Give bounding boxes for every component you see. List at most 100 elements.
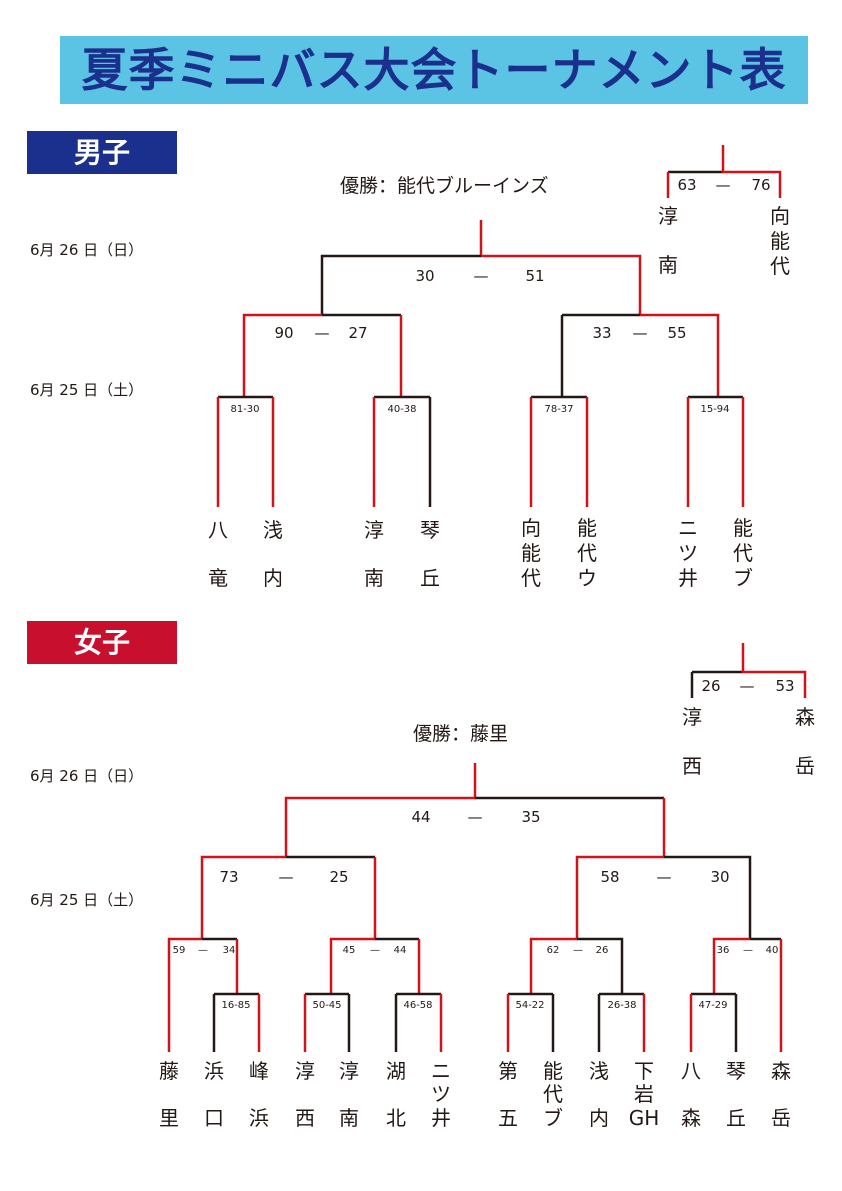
boys-team-6-char-1: 能 bbox=[577, 516, 597, 540]
boys-team-1-bottom: 竜 bbox=[208, 566, 228, 590]
girls-semi2-line-winner bbox=[575, 855, 664, 939]
girls-playin-team-left-1: 淳 bbox=[682, 705, 702, 729]
girls-playin-score-right: 53 bbox=[775, 677, 794, 695]
girls-team-9-char-2: 代 bbox=[543, 1082, 563, 1106]
boys-r1-score-2: 40-38 bbox=[387, 404, 416, 415]
boys-playin-team-right-2: 能 bbox=[770, 229, 790, 253]
boys-r1-score-4: 15-94 bbox=[700, 404, 729, 415]
boys-team-3-bottom: 南 bbox=[364, 566, 384, 590]
page-title: 夏季ミニバス大会トーナメント表 bbox=[60, 36, 808, 104]
girls-semi2-score-right: 30 bbox=[710, 868, 729, 886]
girls-team-3-top: 峰 bbox=[249, 1059, 269, 1083]
girls-qf3-dash: — bbox=[573, 945, 583, 956]
boys-final-line-loser bbox=[320, 254, 481, 315]
girls-r1-score-5: 26-38 bbox=[607, 1000, 636, 1011]
girls-team-2-bottom: 口 bbox=[204, 1106, 224, 1130]
girls-team-9-char-1: 能 bbox=[543, 1059, 563, 1083]
girls-team-6-top: 湖 bbox=[386, 1059, 406, 1083]
girls-qf3-score-right: 26 bbox=[596, 945, 609, 956]
boys-team-1-top: 八 bbox=[208, 518, 228, 542]
girls-team-13-bottom: 丘 bbox=[726, 1106, 746, 1130]
boys-playin-team-right-1: 向 bbox=[770, 204, 790, 228]
girls-final-dash: — bbox=[468, 808, 483, 826]
girls-playin-dash: — bbox=[740, 677, 755, 695]
girls-playin-line-winner bbox=[741, 643, 807, 698]
boys-team-4-top: 琴 bbox=[420, 518, 440, 542]
boys-bracket-lines bbox=[216, 145, 782, 507]
girls-qf4-score-left: 36 bbox=[717, 945, 730, 956]
boys-team-7-char-2: ツ bbox=[678, 541, 698, 565]
boys-semi2-score-right: 55 bbox=[667, 324, 686, 342]
boys-final-score-left: 30 bbox=[415, 267, 434, 285]
girls-qf1-dash: — bbox=[198, 945, 208, 956]
girls-qf3-line-left bbox=[529, 937, 577, 994]
girls-team-6-bottom: 北 bbox=[386, 1106, 406, 1130]
girls-team-10-bottom: 内 bbox=[589, 1106, 609, 1130]
girls-final-line-winner bbox=[284, 763, 477, 857]
boys-playin-team-left-2: 南 bbox=[658, 253, 678, 277]
girls-team-8-top: 第 bbox=[498, 1059, 518, 1083]
boys-team-8-char-3: ブ bbox=[733, 566, 753, 590]
boys-final-dash: — bbox=[474, 267, 489, 285]
girls-team-5-top: 淳 bbox=[339, 1059, 359, 1083]
girls-team-4-bottom: 西 bbox=[295, 1106, 315, 1130]
girls-qf2-score-left: 45 bbox=[343, 945, 356, 956]
girls-team-11-char-2: 岩 bbox=[634, 1082, 654, 1106]
girls-team-13-top: 琴 bbox=[726, 1059, 746, 1083]
boys-team-2-bottom: 内 bbox=[263, 566, 283, 590]
girls-playin-team-left-2: 西 bbox=[682, 754, 702, 778]
boys-playin-team-left-1: 淳 bbox=[658, 204, 678, 228]
girls-team-7-bottom: 井 bbox=[431, 1106, 451, 1130]
boys-team-7-char-1: ニ bbox=[678, 516, 698, 540]
girls-qf4-dash: — bbox=[743, 945, 753, 956]
boys-semi1-line-winner bbox=[242, 313, 322, 397]
boys-team-8-char-1: 能 bbox=[733, 516, 753, 540]
boys-team-4-bottom: 丘 bbox=[420, 566, 440, 590]
boys-team-5-char-3: 代 bbox=[521, 566, 541, 590]
girls-champion: 優勝：藤里 bbox=[413, 723, 508, 745]
girls-team-11-char-1: 下 bbox=[634, 1059, 654, 1083]
girls-semi1-dash: — bbox=[279, 868, 294, 886]
girls-team-3-bottom: 浜 bbox=[249, 1106, 269, 1130]
girls-team-4-top: 淳 bbox=[295, 1059, 315, 1083]
boys-semi1-dash: — bbox=[315, 324, 330, 342]
girls-r1-score-2: 50-45 bbox=[312, 1000, 341, 1011]
girls-final-score-left: 44 bbox=[411, 808, 430, 826]
boys-team-8-char-2: 代 bbox=[733, 541, 753, 565]
girls-date-prelim: 6月 25 日（土） bbox=[30, 891, 143, 909]
girls-team-12-top: 八 bbox=[681, 1059, 701, 1083]
girls-r1-score-1: 16-85 bbox=[221, 1000, 250, 1011]
boys-r1-score-3: 78-37 bbox=[544, 404, 573, 415]
girls-qf1-line-winner bbox=[167, 937, 202, 1052]
boys-team-5-char-1: 向 bbox=[521, 516, 541, 540]
girls-semi1-line-winner bbox=[200, 855, 286, 939]
boys-semi1-score-right: 27 bbox=[348, 324, 367, 342]
girls-team-2-top: 浜 bbox=[204, 1059, 224, 1083]
boys-team-3-top: 淳 bbox=[364, 518, 384, 542]
girls-team-9-bottom: ブ bbox=[543, 1106, 563, 1130]
boys-semi2-dash: — bbox=[633, 324, 648, 342]
girls-bracket-lines bbox=[167, 643, 807, 1052]
boys-team-6-char-2: 代 bbox=[577, 541, 597, 565]
girls-qf2-score-right: 44 bbox=[394, 945, 407, 956]
girls-team-5-bottom: 南 bbox=[339, 1106, 359, 1130]
boys-team-2-top: 浅 bbox=[263, 518, 283, 542]
girls-qf4-line-left bbox=[712, 937, 750, 994]
girls-team-10-top: 浅 bbox=[589, 1059, 609, 1083]
girls-qf2-line-left bbox=[329, 937, 375, 994]
boys-semi2-score-left: 33 bbox=[592, 324, 611, 342]
girls-playin-score-left: 26 bbox=[701, 677, 720, 695]
boys-team-7-char-3: 井 bbox=[678, 566, 698, 590]
girls-team-7-char-2: ツ bbox=[431, 1082, 451, 1106]
girls-team-8-bottom: 五 bbox=[498, 1106, 518, 1130]
boys-champion: 優勝：能代ブルーインズ bbox=[340, 174, 549, 197]
girls-final-score-right: 35 bbox=[521, 808, 540, 826]
boys-date-prelim: 6月 25 日（土） bbox=[30, 381, 143, 399]
boys-playin-team-right-3: 代 bbox=[770, 254, 790, 278]
girls-r1-score-4: 54-22 bbox=[515, 1000, 544, 1011]
girls-team-14-bottom: 岳 bbox=[771, 1106, 791, 1130]
girls-semi2-score-left: 58 bbox=[600, 868, 619, 886]
girls-team-1-bottom: 里 bbox=[159, 1106, 179, 1130]
boys-final-line-winner bbox=[479, 220, 642, 315]
